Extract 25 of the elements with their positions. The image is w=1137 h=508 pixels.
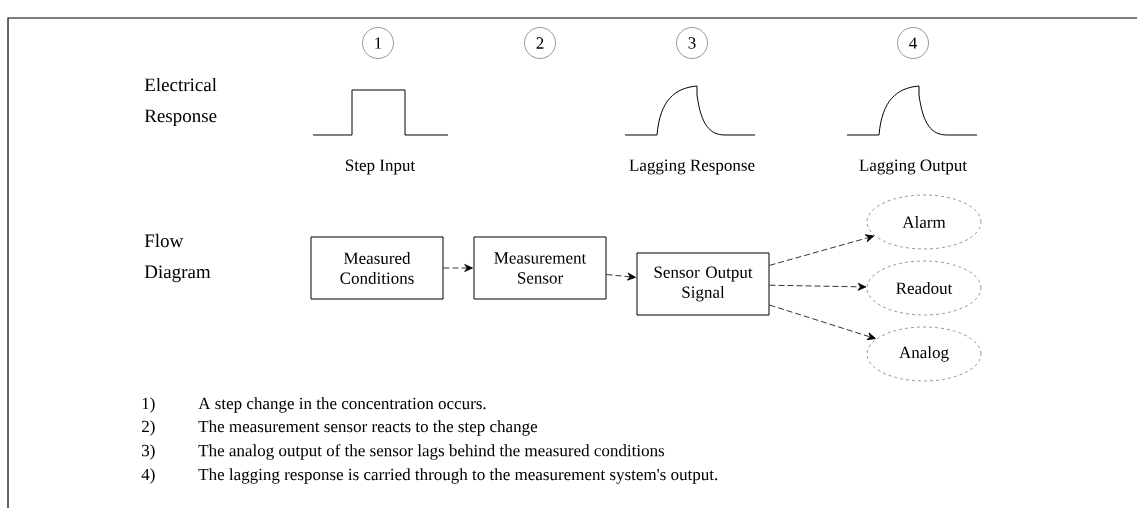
list-item: The analog output of the sensor lags behind the measured conditions <box>198 444 665 460</box>
row-label: Electrical Response <box>144 77 217 127</box>
arrow <box>769 304 876 341</box>
waveform-label: Lagging Response <box>629 159 755 175</box>
list-item: A step change in the concentration occurs. <box>198 397 486 413</box>
waveform-label: Lagging Output <box>859 159 967 175</box>
list-number: 2) <box>141 420 155 436</box>
step-number: 2 <box>524 27 556 59</box>
list-number: 3) <box>142 444 155 460</box>
process-box: Measurement Sensor <box>473 236 607 300</box>
arrow <box>606 272 636 281</box>
process-box: Sensor Output Signal <box>636 252 770 316</box>
waveform-label: Step Input <box>346 159 416 175</box>
step-number: 4 <box>897 27 929 59</box>
list-item: The measurement sensor reacts to the step change <box>198 420 538 436</box>
process-box: Measured Conditions <box>310 236 444 300</box>
arrow <box>443 264 473 272</box>
arrow <box>769 234 875 266</box>
arrow <box>769 282 867 291</box>
row-label: Flow Diagram <box>144 233 211 283</box>
list-item: The lagging response is carried through to the measurement system's output. <box>198 468 718 484</box>
list-number: 4) <box>141 468 155 484</box>
step-number: 3 <box>676 27 708 59</box>
list-number: 1) <box>142 397 155 413</box>
step-number: 1 <box>362 27 394 59</box>
